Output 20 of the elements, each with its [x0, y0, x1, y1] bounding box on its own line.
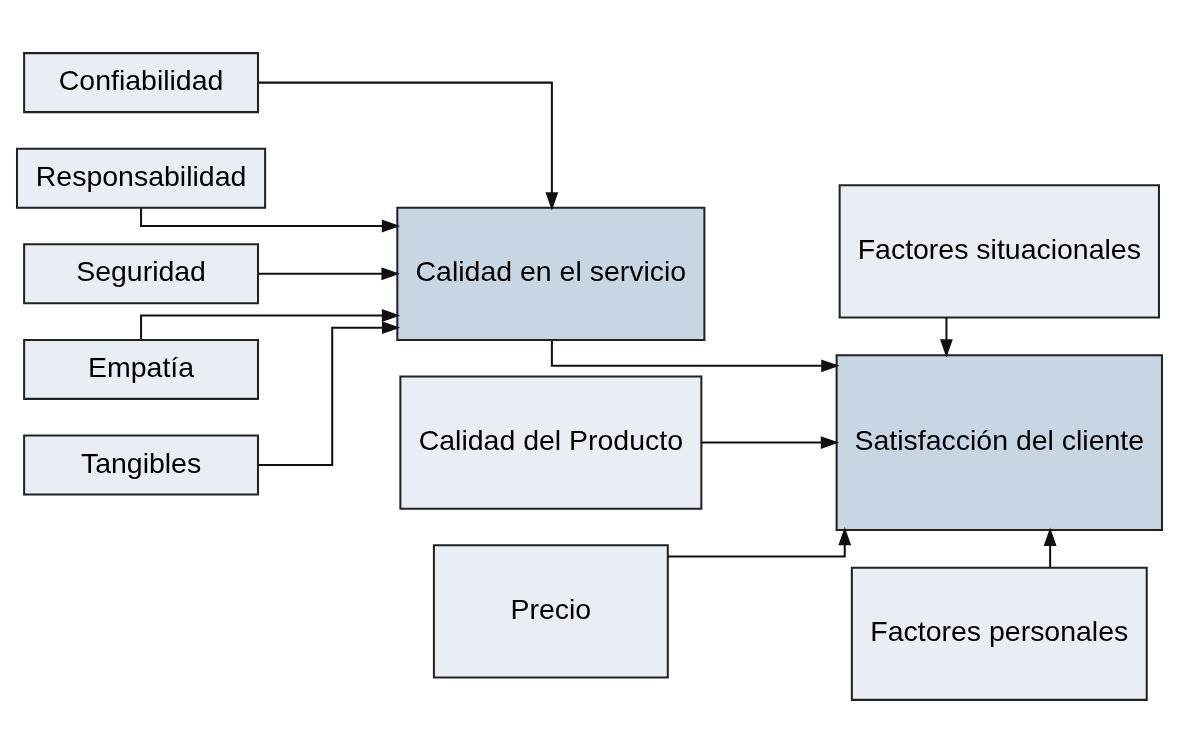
node-box: Precio	[432, 544, 669, 679]
arrow	[258, 81, 559, 211]
node-box: Responsabilidad	[16, 147, 267, 209]
node-box: Confiabilidad	[23, 52, 259, 114]
arrow	[258, 267, 400, 281]
node-box: Tangibles	[23, 434, 259, 496]
arrow	[140, 309, 401, 340]
node-box: Seguridad	[23, 243, 259, 305]
arrow	[940, 317, 953, 358]
arrow	[701, 436, 840, 449]
arrow	[550, 340, 840, 373]
arrow	[1043, 527, 1057, 568]
node-box: Calidad en el servicio	[396, 206, 706, 341]
arrow	[258, 321, 401, 466]
node-box: Empatía	[23, 338, 259, 400]
node-box: Factores situacionales	[838, 184, 1160, 319]
node-box: Calidad del Producto	[399, 375, 703, 510]
arrow	[667, 527, 852, 558]
node-box: Factores personales	[850, 566, 1148, 701]
node-box: Satisfacción del cliente	[835, 354, 1163, 532]
